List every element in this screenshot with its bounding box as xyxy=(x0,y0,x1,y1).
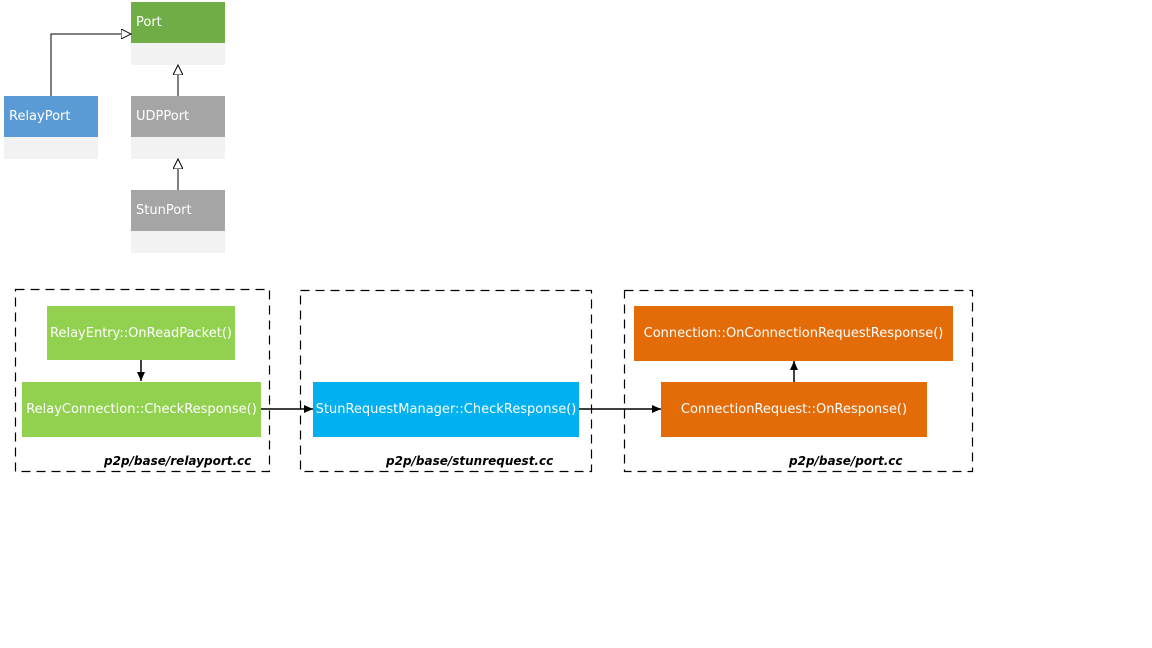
class-stun-port: StunPort xyxy=(131,190,225,253)
class-port-body xyxy=(131,43,225,65)
class-relay-port-name: RelayPort xyxy=(4,96,98,137)
node-stun-request-manager-check-response: StunRequestManager::CheckResponse() xyxy=(313,382,579,437)
file-label-stunrequest: p2p/base/stunrequest.cc xyxy=(386,454,554,468)
group-relayport-border xyxy=(14,288,271,473)
class-relay-port: RelayPort xyxy=(4,96,98,159)
node-connection-request-on-response: ConnectionRequest::OnResponse() xyxy=(661,382,927,437)
class-udp-port-name: UDPPort xyxy=(131,96,225,137)
node-relay-connection-check-response: RelayConnection::CheckResponse() xyxy=(22,382,261,437)
class-port: Port xyxy=(131,2,225,65)
node-connection-on-connection-request-response: Connection::OnConnectionRequestResponse(… xyxy=(634,306,953,361)
class-port-name: Port xyxy=(131,2,225,43)
class-udp-port-body xyxy=(131,137,225,159)
file-label-relayport: p2p/base/relayport.cc xyxy=(104,454,252,468)
group-port-border xyxy=(623,289,974,473)
node-relay-entry-on-read-packet: RelayEntry::OnReadPacket() xyxy=(47,306,235,360)
group-stunrequest-border xyxy=(299,289,593,473)
file-label-port: p2p/base/port.cc xyxy=(789,454,903,468)
class-stun-port-name: StunPort xyxy=(131,190,225,231)
inherit-relayport-to-port xyxy=(50,34,131,96)
class-relay-port-body xyxy=(4,137,98,159)
class-stun-port-body xyxy=(131,231,225,253)
class-udp-port: UDPPort xyxy=(131,96,225,159)
